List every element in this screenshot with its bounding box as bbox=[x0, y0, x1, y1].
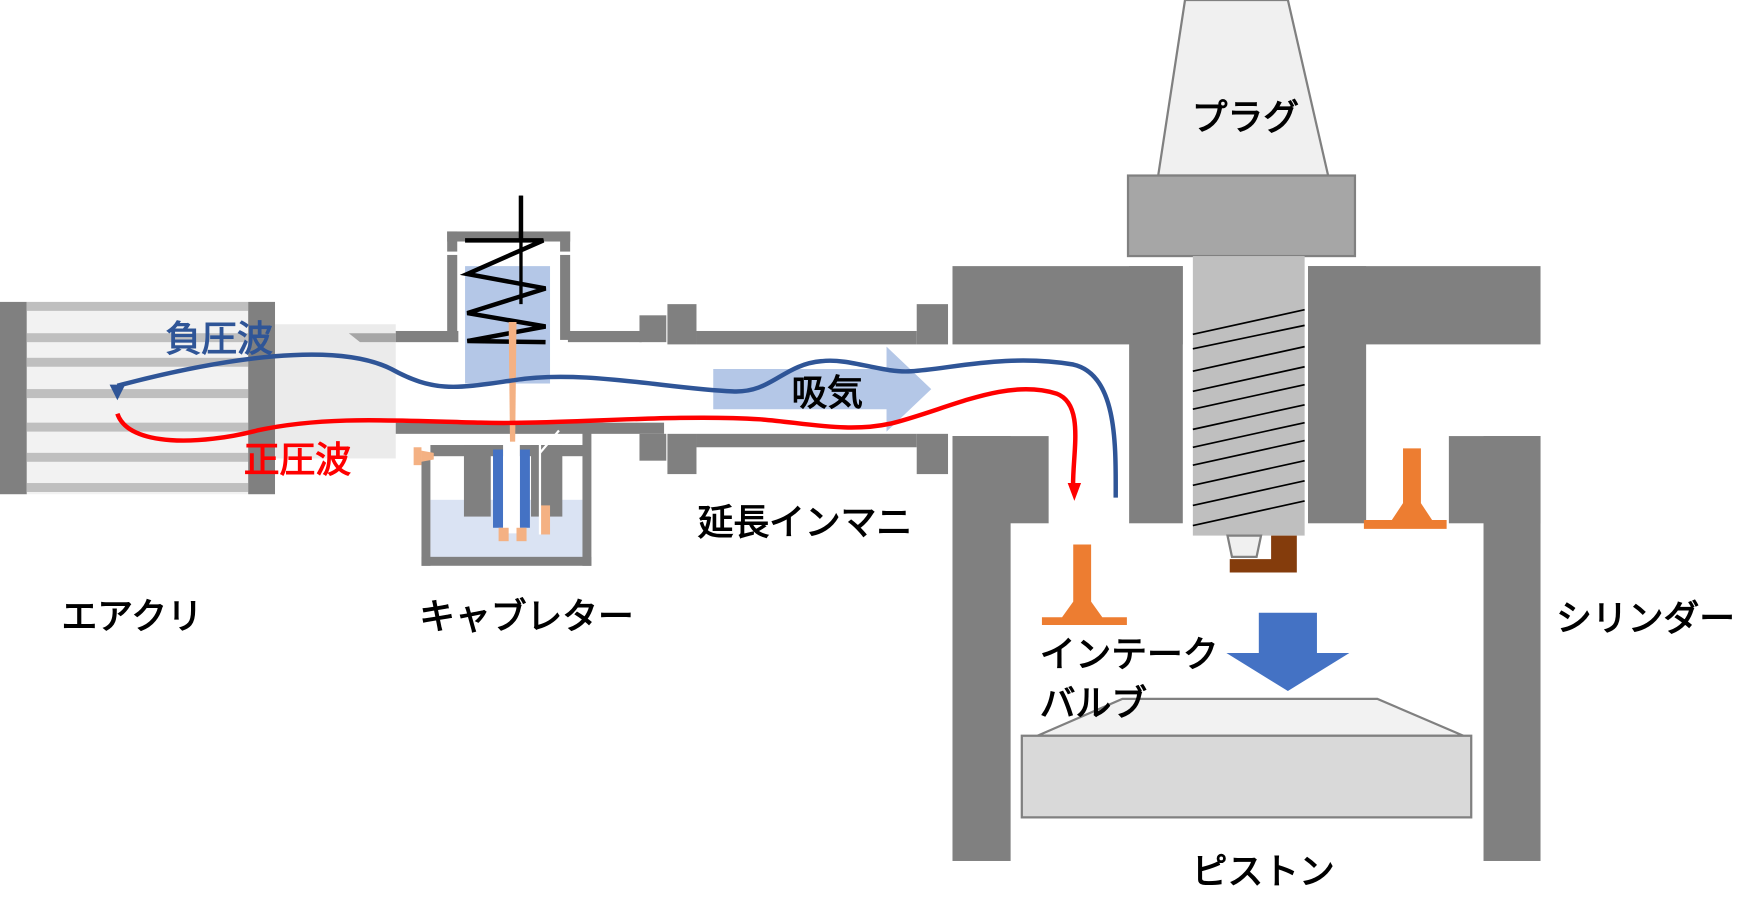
negative-wave-arrowhead bbox=[109, 384, 126, 401]
label-positive-wave: 正圧波 bbox=[244, 440, 352, 481]
air-cleaner-filter-fins bbox=[26, 301, 249, 492]
plug-hex bbox=[1126, 174, 1357, 258]
piston-down-arrow bbox=[1226, 612, 1350, 692]
label-negative-wave: 負圧波 bbox=[165, 319, 273, 360]
label-carburetor: キャブレター bbox=[419, 596, 634, 637]
label-air-cleaner: エアクリ bbox=[61, 596, 202, 637]
ground-electrode bbox=[1229, 535, 1297, 573]
positive-wave-arrowhead bbox=[1067, 483, 1082, 501]
carburetor bbox=[395, 195, 667, 566]
cylinder bbox=[952, 436, 1541, 861]
exhaust-valve bbox=[1363, 448, 1447, 529]
label-piston: ピストン bbox=[1192, 851, 1335, 892]
plug-thread-lines bbox=[1192, 308, 1305, 527]
label-plug: プラグ bbox=[1192, 98, 1300, 139]
plug-thread bbox=[1192, 256, 1305, 536]
air-screw bbox=[413, 447, 422, 466]
label-extended-manifold: 延長インマニ bbox=[698, 502, 913, 543]
spring-icon bbox=[459, 195, 547, 345]
label-cylinder: シリンダー bbox=[1556, 599, 1735, 640]
label-intake-valve-2: バルブ bbox=[1040, 684, 1148, 725]
extended-intake-manifold bbox=[667, 304, 949, 475]
spark-plug bbox=[1126, 0, 1357, 573]
positive-pressure-wave bbox=[115, 386, 1078, 493]
intake-valve bbox=[1041, 544, 1127, 626]
piston bbox=[1020, 697, 1473, 819]
intake-air-arrow bbox=[713, 346, 932, 432]
label-intake-air: 吸気 bbox=[792, 373, 864, 414]
center-electrode bbox=[1226, 534, 1263, 558]
label-intake-valve-1: インテーク bbox=[1040, 634, 1219, 675]
air-cleaner bbox=[0, 301, 396, 495]
plug-insulator bbox=[1156, 0, 1330, 177]
negative-pressure-wave bbox=[116, 352, 1118, 498]
